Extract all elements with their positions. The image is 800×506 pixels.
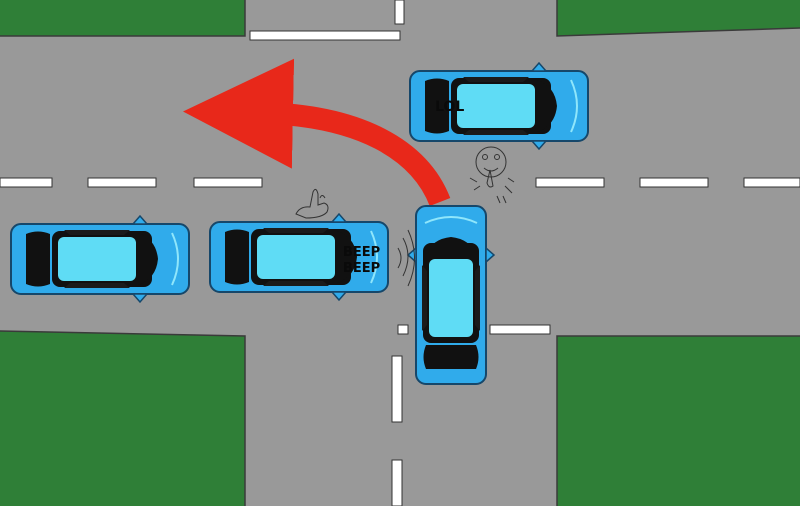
honking-car: BEEP BEEP — [209, 213, 389, 301]
left-turn-arrow — [183, 58, 451, 207]
oncoming-car-label: LOL — [435, 99, 464, 115]
oncoming-car: LOL — [409, 62, 589, 150]
laughing-face-doodle — [469, 146, 515, 204]
honk-label-line-1: BEEP — [343, 245, 380, 260]
honk-label-line-2: BEEP — [343, 261, 380, 276]
honk-sound-waves — [397, 229, 415, 287]
rear-queue-car — [10, 215, 190, 303]
angry-hand-doodle — [295, 188, 329, 219]
turning-car — [407, 205, 495, 385]
